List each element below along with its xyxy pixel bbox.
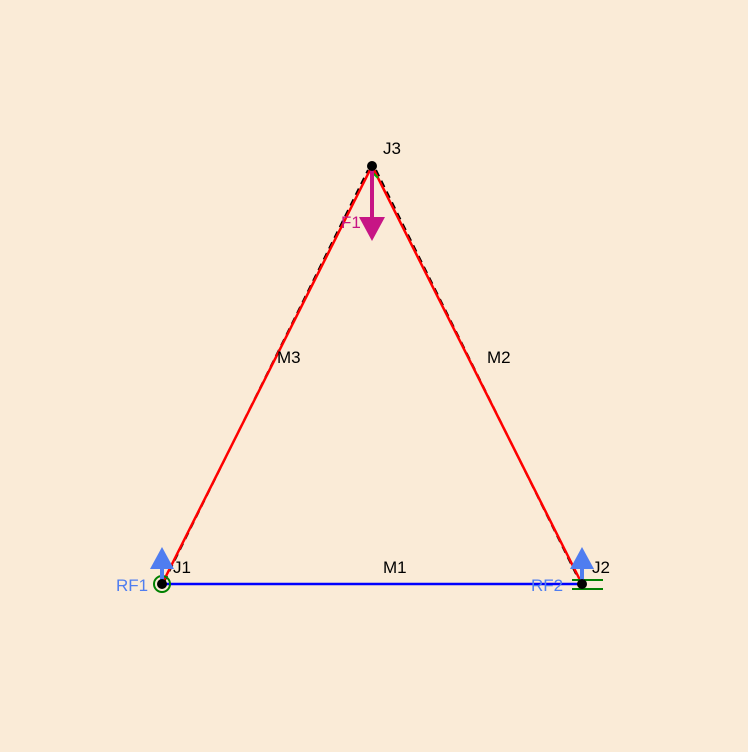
load-f1-head [359,217,385,241]
reaction-label-rf1: RF1 [116,576,148,595]
joint-j1[interactable] [157,579,167,589]
joint-j2[interactable] [577,579,587,589]
joint-j3[interactable] [367,161,377,171]
reaction-arrow-rf1 [150,547,174,584]
member-label-m2: M2 [487,348,511,367]
joint-label-j3: J3 [383,139,401,158]
roller-support-j2 [572,579,603,590]
reaction-label-rf2: RF2 [531,576,563,595]
member-m2[interactable] [370,165,584,585]
load-arrow-f1 [359,168,385,241]
member-m3[interactable] [160,165,374,585]
reaction-rf2-head [570,547,594,569]
member-label-m3: M3 [277,348,301,367]
member-label-m1: M1 [383,558,407,577]
load-label-f1: F1 [341,213,361,232]
reaction-rf1-head [150,547,174,569]
reaction-arrow-rf2 [570,547,594,584]
joint-label-j1: J1 [173,558,191,577]
joint-label-j2: J2 [592,558,610,577]
